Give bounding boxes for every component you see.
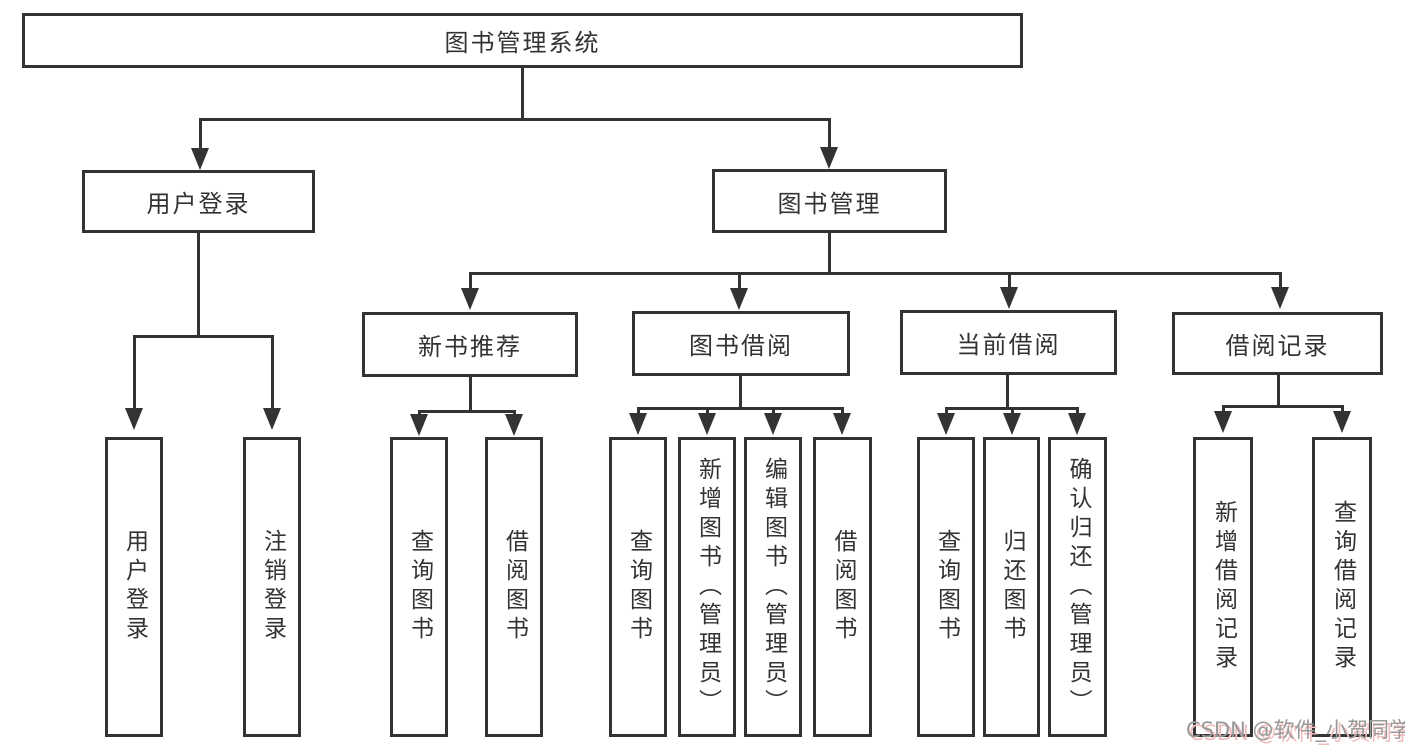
connector-drop (772, 407, 775, 415)
node-label: 查询借阅记录 (1329, 500, 1356, 674)
arrowhead-icon (461, 288, 479, 310)
node-label: 图书管理 (777, 189, 882, 218)
node-borrow-records: 借阅记录 (1172, 312, 1383, 375)
node-label: 借阅记录 (1225, 332, 1330, 360)
arrowhead-icon (1214, 411, 1232, 433)
connector-borrow-records-trunk (1277, 375, 1280, 407)
leaf-edit-book-admin: 编辑图书（管理员） (744, 437, 802, 737)
arrowhead-icon (1000, 287, 1018, 309)
arrowhead-icon (505, 414, 523, 436)
connector-drop-current-borrow (1008, 272, 1011, 290)
node-label: 查询图书 (625, 529, 652, 645)
connector-current-borrow-trunk (1006, 375, 1009, 409)
node-label: 查询图书 (406, 529, 433, 645)
node-label: 注销登录 (259, 529, 286, 645)
node-label: 新增借阅记录 (1210, 500, 1237, 674)
node-label: 借阅图书 (830, 529, 856, 645)
arrowhead-icon (937, 413, 955, 435)
node-label: 借阅图书 (501, 529, 528, 645)
leaf-add-book-admin: 新增图书（管理员） (678, 437, 736, 737)
connector-drop (1076, 407, 1079, 415)
node-user-login: 用户登录 (82, 170, 315, 233)
arrowhead-icon (833, 413, 851, 435)
arrowhead-icon (125, 408, 143, 430)
connector-new-book-recommend-trunk (469, 377, 472, 412)
node-system-root: 图书管理系统 (22, 13, 1023, 68)
node-label: 查询图书 (933, 529, 960, 645)
node-label: 图书借阅 (689, 332, 793, 360)
connector-drop-leaf-logout (271, 335, 274, 410)
leaf-query-books-current: 查询图书 (917, 437, 975, 737)
node-label: 当前借阅 (956, 331, 1061, 359)
node-label: 归还图书 (999, 529, 1025, 645)
leaf-add-borrow-record: 新增借阅记录 (1193, 437, 1253, 737)
arrowhead-icon (410, 414, 428, 436)
leaf-query-borrow-record: 查询借阅记录 (1312, 437, 1372, 737)
node-label: 确认归还（管理员） (1065, 456, 1091, 718)
connector-book-borrow-trunk (739, 376, 742, 409)
node-book-management: 图书管理 (712, 169, 947, 233)
arrowhead-icon (1333, 411, 1351, 433)
csdn-watermark: CSDN @软件_小贺同学 (1186, 718, 1405, 742)
connector-new-book-recommend-bar (418, 410, 516, 413)
node-label: 编辑图书（管理员） (760, 456, 787, 718)
connector-drop (1222, 405, 1225, 413)
leaf-confirm-return-admin: 确认归还（管理员） (1048, 437, 1107, 737)
connector-drop-user-login (199, 118, 202, 150)
arrowhead-icon (1003, 413, 1021, 435)
leaf-query-books-borrow: 查询图书 (609, 437, 667, 737)
arrowhead-icon (764, 413, 782, 435)
node-label: 新书推荐 (418, 333, 522, 361)
connector-book-management-bar (469, 272, 1282, 275)
connector-drop-borrow-records (1279, 272, 1282, 290)
arrowhead-icon (629, 413, 647, 435)
connector-drop (1341, 405, 1344, 413)
connector-drop-book-borrow (738, 272, 741, 290)
arrowhead-icon (730, 288, 748, 310)
node-book-borrow: 图书借阅 (632, 311, 850, 376)
leaf-query-books-recommend: 查询图书 (390, 437, 448, 737)
arrowhead-icon (820, 147, 838, 169)
connector-user-login-bar (133, 335, 274, 338)
connector-book-management-trunk (828, 233, 831, 275)
arrowhead-icon (1068, 413, 1086, 435)
node-label: 用户登录 (146, 190, 251, 218)
connector-borrow-records-bar (1222, 405, 1344, 408)
connector-drop-new-book-recommend (469, 272, 472, 290)
connector-drop (1011, 407, 1014, 415)
connector-root-bar (199, 118, 831, 121)
connector-drop (637, 407, 640, 415)
connector-user-login-trunk (197, 233, 200, 337)
arrowhead-icon (1271, 287, 1289, 309)
connector-drop (706, 407, 709, 415)
node-label: 用户登录 (121, 529, 148, 645)
connector-drop-book-management (828, 118, 831, 149)
connector-drop (841, 407, 844, 415)
connector-root-trunk (521, 68, 524, 118)
connector-drop-leaf-user-login (133, 335, 136, 410)
node-label: 新增图书（管理员） (694, 456, 721, 718)
leaf-logout: 注销登录 (243, 437, 301, 737)
leaf-return-book: 归还图书 (983, 437, 1040, 737)
arrowhead-icon (263, 408, 281, 430)
connector-book-borrow-bar (637, 407, 844, 410)
leaf-borrow-books-recommend: 借阅图书 (485, 437, 543, 737)
node-current-borrow: 当前借阅 (900, 310, 1117, 375)
node-new-book-recommend: 新书推荐 (362, 312, 578, 377)
arrowhead-icon (191, 148, 209, 170)
connector-drop (945, 407, 948, 415)
arrowhead-icon (698, 413, 716, 435)
node-label: 图书管理系统 (444, 29, 601, 57)
leaf-user-login: 用户登录 (105, 437, 163, 737)
leaf-borrow-books: 借阅图书 (813, 437, 872, 737)
